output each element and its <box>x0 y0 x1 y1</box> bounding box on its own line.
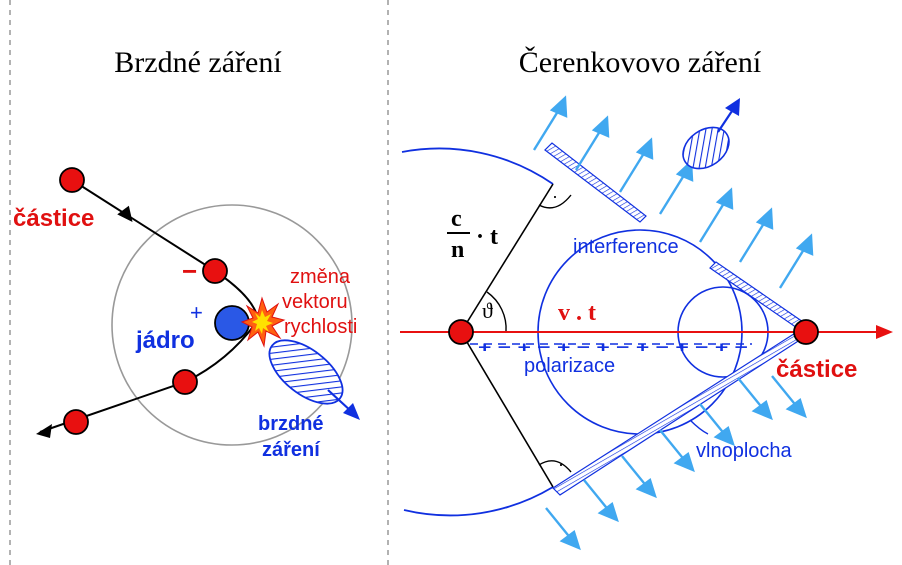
light-blue-arrow-icon <box>574 115 610 171</box>
theta-arc <box>486 291 507 333</box>
light-blue-arrow-icon <box>532 95 568 151</box>
light-blue-arrow-icon <box>738 207 774 263</box>
light-blue-arrow-icon <box>699 403 735 447</box>
velocity-change-line2: vektoru <box>282 291 348 313</box>
velocity-change-line1: změna <box>290 266 351 288</box>
large-wave-arc-bottom <box>403 486 554 517</box>
polarization-charges: + − + − + − + − + − + − + − <box>478 339 748 356</box>
nucleus-field-circle <box>111 204 353 446</box>
photon-ellipse <box>268 339 344 405</box>
light-blue-arrow-icon <box>698 187 734 243</box>
particle-dot-1 <box>59 167 85 193</box>
nucleus-label: jádro <box>135 327 195 354</box>
light-blue-arrow-icon <box>545 507 581 551</box>
light-blue-arrow-icon <box>583 479 619 523</box>
cherenkov-photon-ellipse <box>682 126 730 170</box>
fraction-numerator: c <box>451 206 462 232</box>
photon-arrowhead <box>343 403 360 420</box>
right-title: Čerenkovovo záření <box>519 46 762 79</box>
moving-particle-dot <box>793 319 819 345</box>
light-blue-arrow-icon <box>618 137 654 193</box>
radiation-arrows-upper <box>532 95 814 289</box>
light-blue-arrow-icon <box>621 455 657 499</box>
light-blue-arrow-icon <box>737 377 773 421</box>
nucleus-sign: + <box>190 300 203 325</box>
apex-particle-dot <box>448 319 474 345</box>
interference-label: interference <box>573 236 679 258</box>
wavefront-label: vlnoplocha <box>696 440 793 462</box>
particle-dot-3 <box>172 369 198 395</box>
right-angle-upper <box>538 194 572 209</box>
fraction-denominator: n <box>451 237 464 263</box>
particle-label-right: částice <box>776 356 857 383</box>
cherenkov-photon-arrowhead <box>725 98 740 116</box>
cherenkov-photon-arrow-shaft <box>717 107 735 133</box>
light-blue-arrow-icon <box>659 429 695 473</box>
light-blue-arrow-icon <box>778 233 814 289</box>
right-angle-dot-lower: · <box>558 454 564 474</box>
outgoing-arrowhead <box>36 424 52 438</box>
wavefront-upper-right <box>709 261 807 331</box>
particle-dot-2 <box>202 258 228 284</box>
light-blue-arrow-icon <box>658 159 694 215</box>
light-blue-arrow-icon <box>771 375 807 419</box>
particle-axis-arrowhead <box>876 325 893 339</box>
large-wave-arc <box>401 147 554 185</box>
radiation-arrows-lower <box>545 375 807 551</box>
radiation-label-line2: záření <box>262 439 321 461</box>
wavefront-upper <box>544 142 647 223</box>
particle-dot-4 <box>63 409 89 435</box>
right-angle-dot-upper: · <box>552 186 558 206</box>
electron-sign: − <box>182 256 197 286</box>
flash-burst-icon <box>240 296 286 348</box>
incoming-arrowhead <box>117 205 133 223</box>
incoming-trajectory <box>71 179 259 321</box>
particle-label-left: částice <box>13 205 94 232</box>
cone-line-lower <box>460 331 554 488</box>
radiation-label-line1: brzdné <box>258 413 324 435</box>
wavefront-pointer <box>689 419 709 435</box>
cone-line-upper <box>460 183 554 333</box>
polarization-label: polarizace <box>524 355 615 377</box>
fraction-times-t: · t <box>476 224 498 250</box>
velocity-change-line3: rychlosti <box>284 316 357 338</box>
left-title: Brzdné záření <box>114 46 282 79</box>
vt-label: v . t <box>558 300 596 326</box>
theta-symbol: ϑ <box>482 298 493 323</box>
right-angle-lower <box>538 460 572 473</box>
